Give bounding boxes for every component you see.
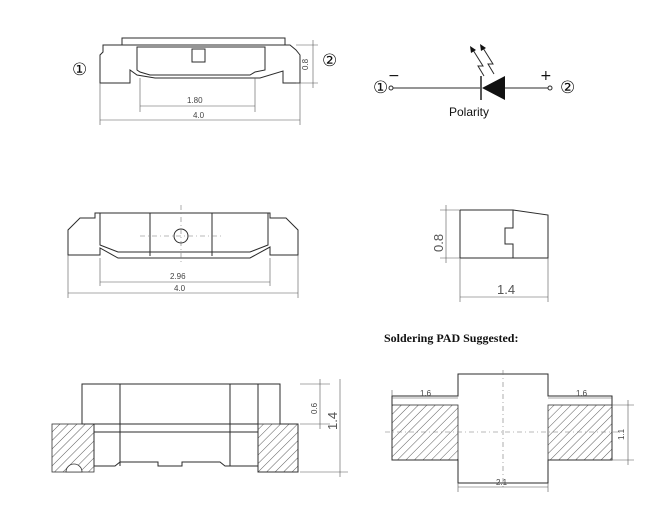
bottom-total-width-dim: 4.0 <box>174 284 186 293</box>
pin1-label: ① <box>72 60 87 80</box>
front-small-dim: 0.6 <box>310 402 319 414</box>
top-inner-width-dim: 1.80 <box>187 96 203 105</box>
bottom-inner-width-dim: 2.96 <box>170 272 186 281</box>
side-width-dim: 1.4 <box>497 282 515 297</box>
right-terminal <box>257 423 299 473</box>
side-view: 0.8 1.4 <box>431 205 549 302</box>
minus-sign: − <box>388 68 400 84</box>
side-view-outline <box>460 209 549 259</box>
top-view-outline <box>99 37 301 84</box>
polarity-pin1: ① <box>373 78 388 98</box>
top-total-width-dim: 4.0 <box>193 111 205 120</box>
side-height-dim: 0.8 <box>431 234 446 252</box>
pad-layout: 1.6 1.6 1.1 2.1 <box>385 370 634 492</box>
plus-sign: + <box>540 68 552 84</box>
top-view: ① ② 0.8 1.80 4.0 <box>72 37 337 125</box>
left-pad-dim: 1.6 <box>420 389 432 398</box>
lens-outline <box>136 46 266 76</box>
chip-square <box>191 48 206 63</box>
right-pad-dim: 1.6 <box>576 389 588 398</box>
pad-height-dim: 1.1 <box>617 428 626 440</box>
front-height-dim: 1.4 <box>325 412 340 430</box>
polarity-label: Polarity <box>449 105 489 119</box>
right-pad <box>547 404 613 461</box>
polarity-diagram: ① − + ② Polarity <box>373 44 575 119</box>
polarity-pin2: ② <box>560 78 575 98</box>
emission-arrows-icon <box>470 44 495 77</box>
soldering-heading: Soldering PAD Suggested: <box>384 331 518 345</box>
front-view: 0.6 1.4 <box>51 379 348 477</box>
pin2-label: ② <box>322 51 337 71</box>
bottom-view: 2.96 4.0 <box>67 205 299 298</box>
bottom-view-outline <box>67 212 299 259</box>
left-pad <box>391 404 459 461</box>
gap-dim: 2.1 <box>496 478 508 487</box>
top-height-dim: 0.8 <box>301 58 310 70</box>
diode-triangle <box>482 76 505 100</box>
